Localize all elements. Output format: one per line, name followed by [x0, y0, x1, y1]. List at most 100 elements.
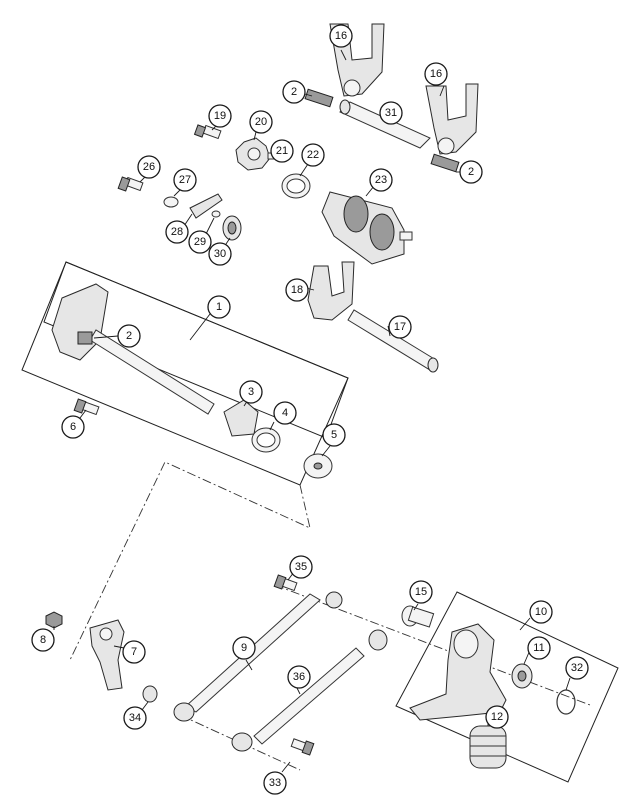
shift-rod-9 — [173, 591, 343, 722]
callout-19: 19 — [208, 104, 232, 128]
callout-label: 9 — [241, 642, 247, 654]
callout-label: 27 — [179, 174, 191, 186]
callout-label: 10 — [535, 606, 547, 618]
callout-6: 6 — [61, 415, 85, 439]
callout-34: 34 — [123, 706, 147, 730]
shift-fork-16b — [425, 83, 479, 155]
callout-label: 26 — [143, 161, 155, 173]
callout-label: 31 — [385, 107, 397, 119]
spacer-34 — [142, 685, 158, 703]
callout-4: 4 — [273, 401, 297, 425]
callout-36: 36 — [287, 665, 311, 689]
callout-label: 16 — [335, 30, 347, 42]
locking-lever-28 — [189, 193, 223, 219]
callout-label: 19 — [214, 110, 226, 122]
callout-35: 35 — [289, 555, 313, 579]
callout-label: 33 — [269, 777, 281, 789]
shift-clip-3 — [223, 399, 259, 437]
washer-22-hole — [286, 178, 306, 194]
callout-label: 28 — [171, 226, 183, 238]
shift-drum-23 — [321, 191, 413, 265]
callout-label: 12 — [491, 711, 503, 723]
fork-shaft-31 — [339, 99, 431, 149]
callout-22: 22 — [301, 143, 325, 167]
circlip-32 — [556, 689, 576, 715]
connection-dashed-line — [69, 461, 311, 661]
callout-label: 5 — [331, 429, 337, 441]
callout-label: 34 — [129, 712, 141, 724]
callout-label: 22 — [307, 149, 319, 161]
callout-15: 15 — [409, 580, 433, 604]
callout-label: 23 — [375, 174, 387, 186]
bolt-35 — [273, 574, 298, 592]
shift-drum-locating-20 — [235, 137, 271, 171]
callout-label: 2 — [126, 330, 132, 342]
callout-label: 2 — [468, 166, 474, 178]
callout-11: 11 — [527, 636, 551, 660]
spring-30 — [222, 215, 242, 241]
callout-1: 1 — [207, 295, 231, 319]
bolt-6 — [73, 398, 100, 416]
callout-label: 4 — [282, 407, 288, 419]
circlip-4-hole — [256, 432, 276, 448]
callout-26: 26 — [137, 155, 161, 179]
shift-pedal-10 — [409, 623, 507, 721]
callout-16-right: 16 — [424, 62, 448, 86]
callout-2-frame: 2 — [117, 324, 141, 348]
callout-label: 18 — [291, 284, 303, 296]
callout-2-upper: 2 — [282, 80, 306, 104]
callout-9: 9 — [232, 636, 256, 660]
callout-3: 3 — [239, 380, 263, 404]
callout-29: 29 — [188, 230, 212, 254]
fork-shaft-17 — [347, 309, 439, 373]
callout-label: 36 — [293, 671, 305, 683]
callout-2-right: 2 — [459, 160, 483, 184]
bolt-26 — [117, 176, 144, 192]
callout-32: 32 — [565, 656, 589, 680]
callout-27: 27 — [173, 168, 197, 192]
callout-12: 12 — [485, 705, 509, 729]
callout-10: 10 — [529, 600, 553, 624]
callout-33: 33 — [263, 771, 287, 795]
callout-31: 31 — [379, 101, 403, 125]
callout-label: 21 — [276, 145, 288, 157]
callout-16-top: 16 — [329, 24, 353, 48]
spring-2b — [430, 153, 460, 173]
shift-lever-7 — [89, 619, 125, 691]
callout-18: 18 — [285, 278, 309, 302]
callout-label: 7 — [131, 646, 137, 658]
callout-label: 15 — [415, 586, 427, 598]
callout-8: 8 — [31, 628, 55, 652]
callout-5: 5 — [322, 423, 346, 447]
callout-label: 3 — [248, 386, 254, 398]
callout-label: 30 — [214, 248, 226, 260]
callout-20: 20 — [249, 110, 273, 134]
callout-7: 7 — [122, 640, 146, 664]
callout-label: 2 — [291, 86, 297, 98]
axis-line-rod-lower — [179, 714, 301, 771]
callout-30: 30 — [208, 242, 232, 266]
bushing-15 — [401, 605, 435, 628]
nut-8 — [45, 611, 63, 629]
callout-label: 1 — [216, 301, 222, 313]
callout-23: 23 — [369, 168, 393, 192]
callout-label: 11 — [533, 642, 544, 654]
washer-29 — [211, 210, 221, 218]
shift-lever-assembly-frame — [395, 591, 619, 783]
callout-label: 20 — [255, 116, 267, 128]
callout-17: 17 — [388, 315, 412, 339]
callout-28: 28 — [165, 220, 189, 244]
return-spring-12 — [469, 725, 507, 769]
callout-label: 16 — [430, 68, 442, 80]
callout-label: 8 — [40, 634, 46, 646]
bolt-33 — [290, 738, 315, 756]
shift-rod-36 — [231, 629, 388, 752]
callout-label: 29 — [194, 236, 206, 248]
callout-label: 32 — [571, 662, 583, 674]
callout-21: 21 — [270, 139, 294, 163]
shift-fork-18 — [307, 261, 355, 321]
shift-shaft-1 — [51, 283, 215, 415]
washer-27 — [163, 196, 179, 208]
callout-label: 17 — [394, 321, 406, 333]
